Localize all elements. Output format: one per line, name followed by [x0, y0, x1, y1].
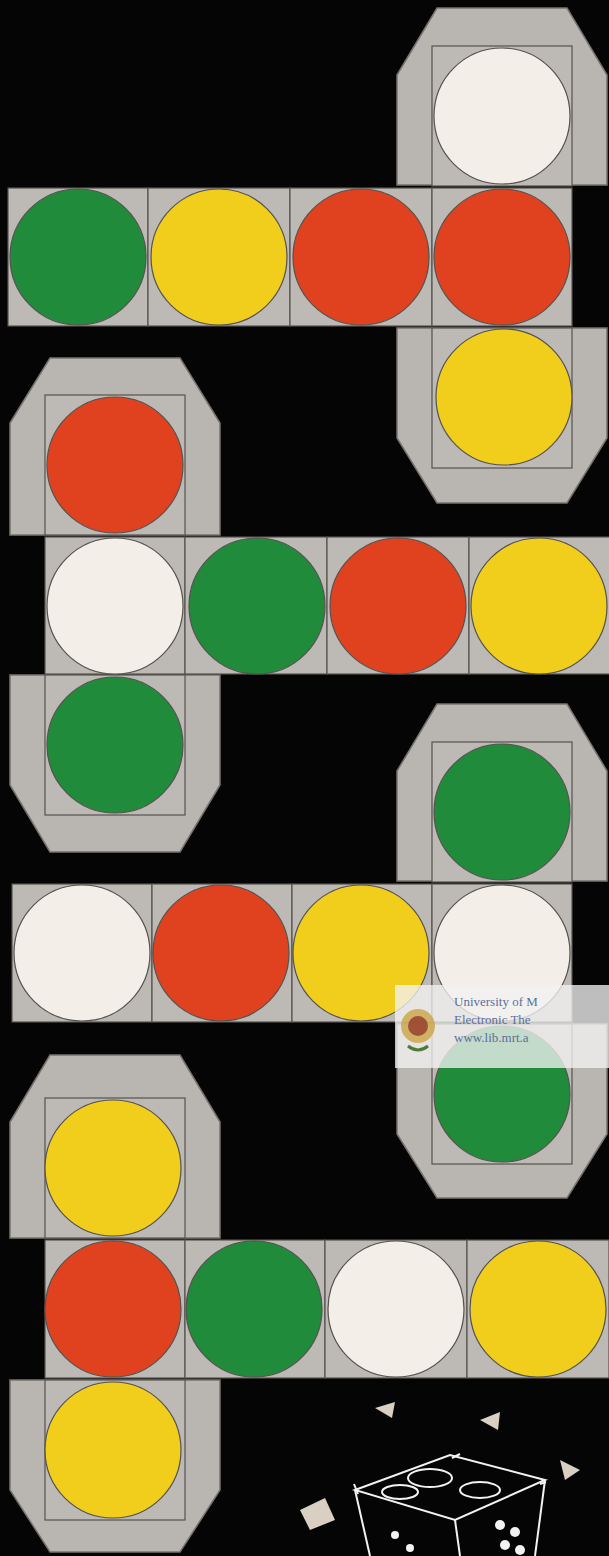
watermark-logo: [401, 1009, 435, 1050]
watermark-text: University of M: [454, 994, 538, 1009]
dice-pips: [391, 1520, 525, 1555]
watermark-panel: [395, 985, 609, 1068]
watermark-text: Electronic The: [454, 1012, 531, 1027]
dice-sketch: [300, 1402, 580, 1556]
watermark-text: www.lib.mrt.a: [454, 1030, 529, 1045]
